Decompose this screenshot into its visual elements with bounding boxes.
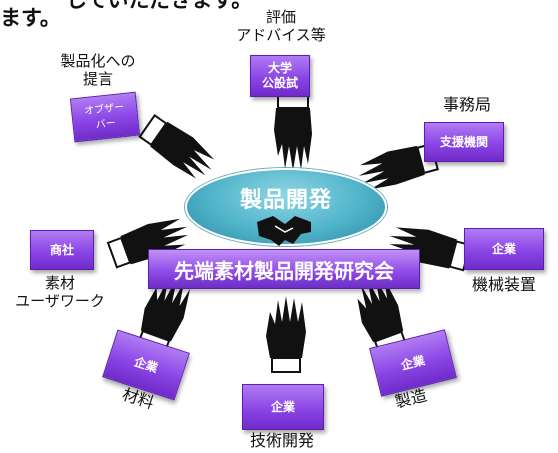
secretariat-box-text: 支援機関 xyxy=(439,134,488,149)
trading-caption: 素材 ユーザワーク xyxy=(0,274,120,310)
handshake-icon xyxy=(257,216,311,246)
tech-caption: 技術開発 xyxy=(232,432,332,450)
secretariat-caption-text: 事務局 xyxy=(442,95,491,114)
heading-line-2: ます。 xyxy=(0,6,61,30)
hand-icon-university xyxy=(274,93,312,171)
manufacturing-box-text: 企業 xyxy=(399,352,427,373)
observer-caption: 製品化への 提言 xyxy=(48,52,148,88)
tech-caption-text: 技術開発 xyxy=(249,431,314,450)
research-group-banner: 先端素材製品開発研究会 xyxy=(148,249,420,289)
hand-icon-trading xyxy=(106,218,189,269)
trading-caption-text: 素材 ユーザワーク xyxy=(15,274,105,310)
trading-box: 商社 xyxy=(30,230,94,270)
tech-box: 企業 xyxy=(242,384,324,430)
observer-box-text: オブザー バー xyxy=(83,101,125,131)
tech-box-text: 企業 xyxy=(270,399,295,414)
hand-icon-tech xyxy=(266,296,306,373)
materials-box-text: 企業 xyxy=(132,354,160,375)
machinery-box-text: 企業 xyxy=(491,241,516,256)
secretariat-caption: 事務局 xyxy=(422,96,512,114)
university-box: 大学 公設試 xyxy=(250,55,310,97)
machinery-box: 企業 xyxy=(464,228,544,270)
hand-icon-observer xyxy=(138,114,215,179)
university-box-text: 大学 公設試 xyxy=(261,61,298,90)
university-caption: 評価 アドバイス等 xyxy=(231,8,331,44)
machinery-caption: 機械装置 xyxy=(456,276,552,294)
trading-box-text: 商社 xyxy=(49,242,74,257)
heading-line-1: していただきます。 xyxy=(66,0,253,12)
observer-box: オブザー バー xyxy=(69,91,141,143)
observer-caption-text: 製品化への 提言 xyxy=(60,52,136,88)
machinery-caption-text: 機械装置 xyxy=(471,275,536,294)
secretariat-box: 支援機関 xyxy=(424,122,504,162)
product-development-label: 製品開発 xyxy=(239,188,332,213)
university-caption-text: 評価 アドバイス等 xyxy=(236,8,326,44)
